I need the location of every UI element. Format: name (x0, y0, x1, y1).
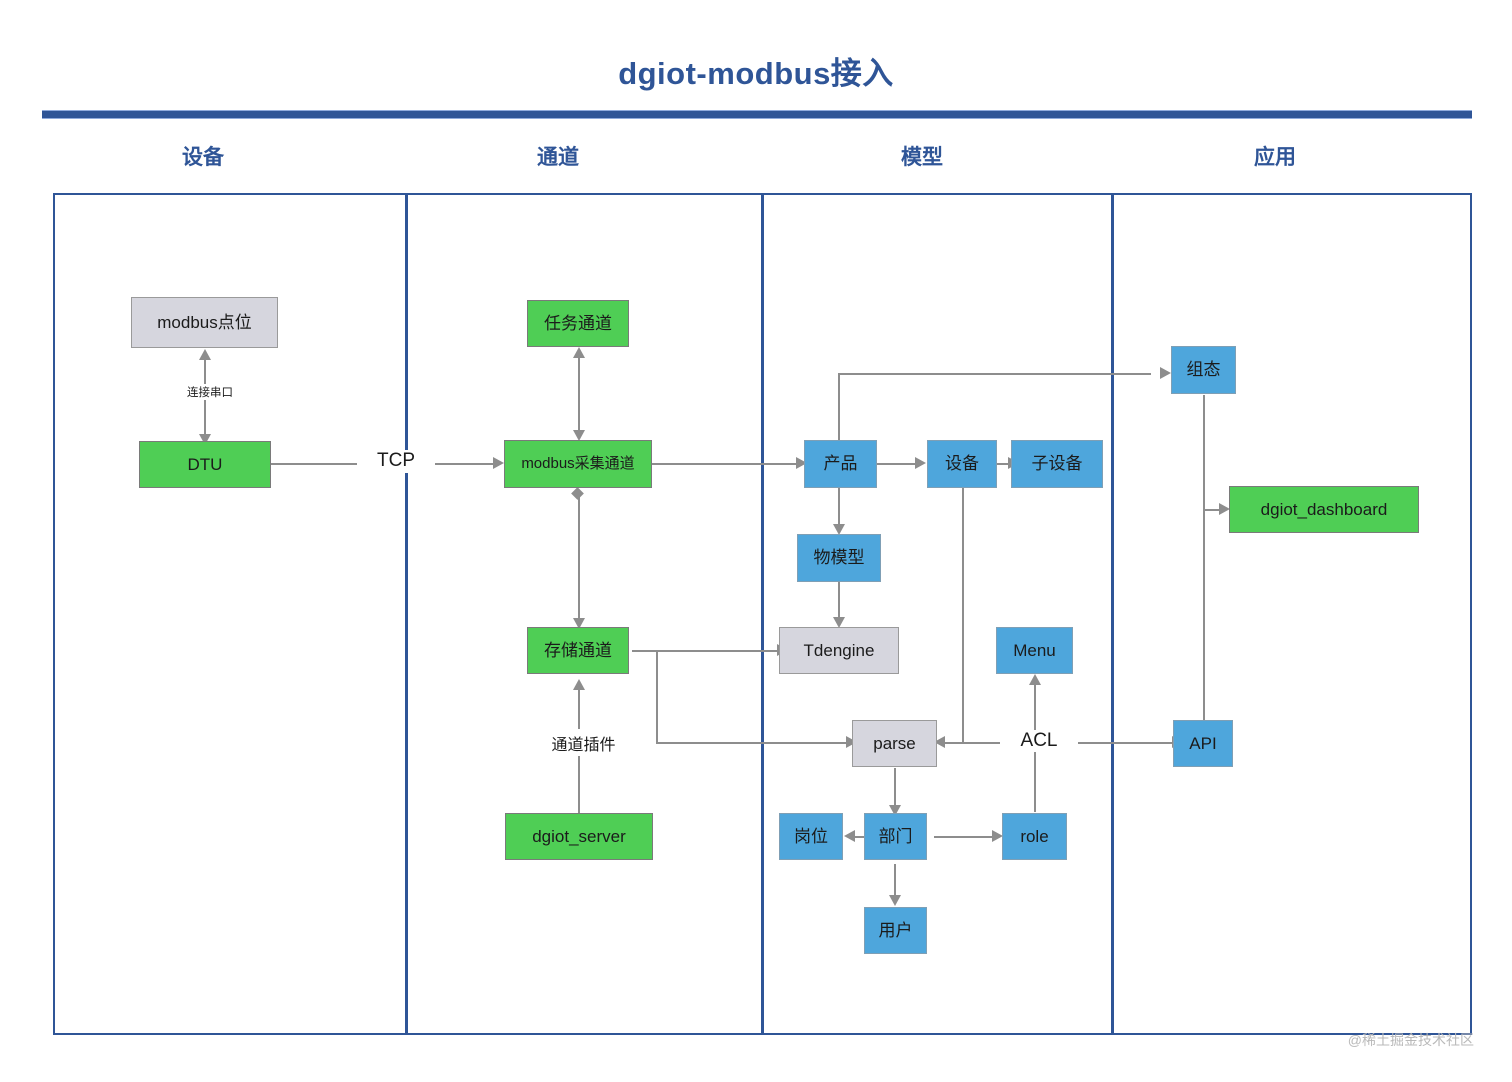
edge-department-post (850, 836, 864, 838)
edge-product-config-vertical (838, 374, 840, 440)
arrowhead-down-tdengine (833, 617, 845, 628)
arrowhead-right-config (1160, 367, 1171, 379)
node-role[interactable]: role (1002, 813, 1067, 860)
edge-store-parse-vertical (656, 650, 658, 744)
arrowhead-up-storechannel (573, 679, 585, 690)
page-title: dgiot-modbus接入 (618, 56, 894, 91)
swimlane-divider-2 (761, 193, 764, 1035)
arrowhead-down-storechannel (573, 618, 585, 629)
edge-dtu-tcp-left (271, 463, 365, 465)
node-dtu[interactable]: DTU (139, 441, 271, 488)
edge-dgiotserver-store-lower (578, 756, 580, 814)
edge-device-parse-horizontal (944, 742, 964, 744)
node-config[interactable]: 组态 (1171, 346, 1236, 394)
edge-collect-product (652, 463, 796, 465)
arrowhead-up-taskchannel (573, 347, 585, 358)
node-user[interactable]: 用户 (864, 907, 927, 954)
arrowhead-up-menu (1029, 674, 1041, 685)
arrowhead-right-product (796, 457, 807, 469)
arrowhead-down-department (889, 805, 901, 816)
edge-config-api-vertical (1203, 395, 1205, 723)
edge-store-tdengine (632, 650, 777, 652)
node-sub-device[interactable]: 子设备 (1011, 440, 1103, 488)
arrowhead-left-post (844, 830, 855, 842)
node-tdengine[interactable]: Tdengine (779, 627, 899, 674)
edge-product-thingmodel (838, 488, 840, 524)
edge-acl-menu (1034, 683, 1036, 731)
node-device[interactable]: 设备 (927, 440, 997, 488)
edge-acl-parse (962, 742, 1006, 744)
arrowhead-left-parse-fromdevice (934, 736, 945, 748)
arrowhead-right-parse-fromstore (846, 736, 857, 748)
node-menu[interactable]: Menu (996, 627, 1073, 674)
node-dgiot-server[interactable]: dgiot_server (505, 813, 653, 860)
arrowhead-down-collectchannel (573, 430, 585, 441)
edge-label-tcp: TCP (357, 450, 435, 472)
arrowhead-right-role (992, 830, 1003, 842)
edge-dgiotserver-store-upper (578, 687, 580, 729)
column-header-app: 应用 (1254, 146, 1296, 169)
edge-store-parse-horizontal (656, 742, 848, 744)
arrowhead-right-device (915, 457, 926, 469)
node-api[interactable]: API (1173, 720, 1233, 767)
title-divider (42, 110, 1472, 119)
arrowhead-right-collectchannel (493, 457, 504, 469)
edge-label-plugin: 通道插件 (530, 731, 637, 755)
node-modbus-point[interactable]: modbus点位 (131, 297, 278, 348)
watermark: @稀土掘金技术社区 (1347, 1032, 1474, 1048)
edge-label-serial: 连接串口 (172, 384, 248, 400)
edge-device-subdevice (996, 463, 1010, 465)
column-header-model: 模型 (901, 146, 943, 169)
edge-device-parse-vertical (962, 488, 964, 743)
arrowhead-down-dtu (199, 434, 211, 445)
node-store-channel[interactable]: 存储通道 (527, 627, 629, 674)
node-department[interactable]: 部门 (864, 813, 927, 860)
edge-dtu-modbuspoint (204, 358, 206, 444)
node-dgiot-dashboard[interactable]: dgiot_dashboard (1229, 486, 1419, 533)
node-collect-channel[interactable]: modbus采集通道 (504, 440, 652, 488)
arrowhead-down-user (889, 895, 901, 906)
edge-parse-department (894, 768, 896, 806)
edge-config-dashboard-horizontal (1203, 509, 1221, 511)
arrowhead-right-dashboard (1219, 503, 1230, 515)
swimlane-divider-3 (1111, 193, 1114, 1035)
edge-acl-api (1062, 742, 1174, 744)
edge-collect-task (578, 355, 580, 439)
arrowhead-up-modbuspoint (199, 349, 211, 360)
edge-collect-store (578, 495, 580, 623)
column-header-channel: 通道 (537, 146, 579, 169)
edge-thingmodel-tdengine (838, 582, 840, 618)
swimlane-divider-1 (405, 193, 408, 1035)
node-thing-model[interactable]: 物模型 (797, 534, 881, 582)
edge-product-config-horizontal (838, 373, 1151, 375)
node-parse[interactable]: parse (852, 720, 937, 767)
edge-label-acl: ACL (1000, 730, 1078, 752)
node-post[interactable]: 岗位 (779, 813, 843, 860)
edge-product-device (877, 463, 915, 465)
edge-department-role (934, 836, 992, 838)
node-task-channel[interactable]: 任务通道 (527, 300, 629, 347)
column-header-device: 设备 (182, 146, 224, 169)
arrowhead-down-thingmodel (833, 524, 845, 535)
edge-tcp-collect (417, 463, 493, 465)
node-product[interactable]: 产品 (804, 440, 877, 488)
edge-department-user (894, 864, 896, 896)
edge-role-acl (1034, 752, 1036, 812)
